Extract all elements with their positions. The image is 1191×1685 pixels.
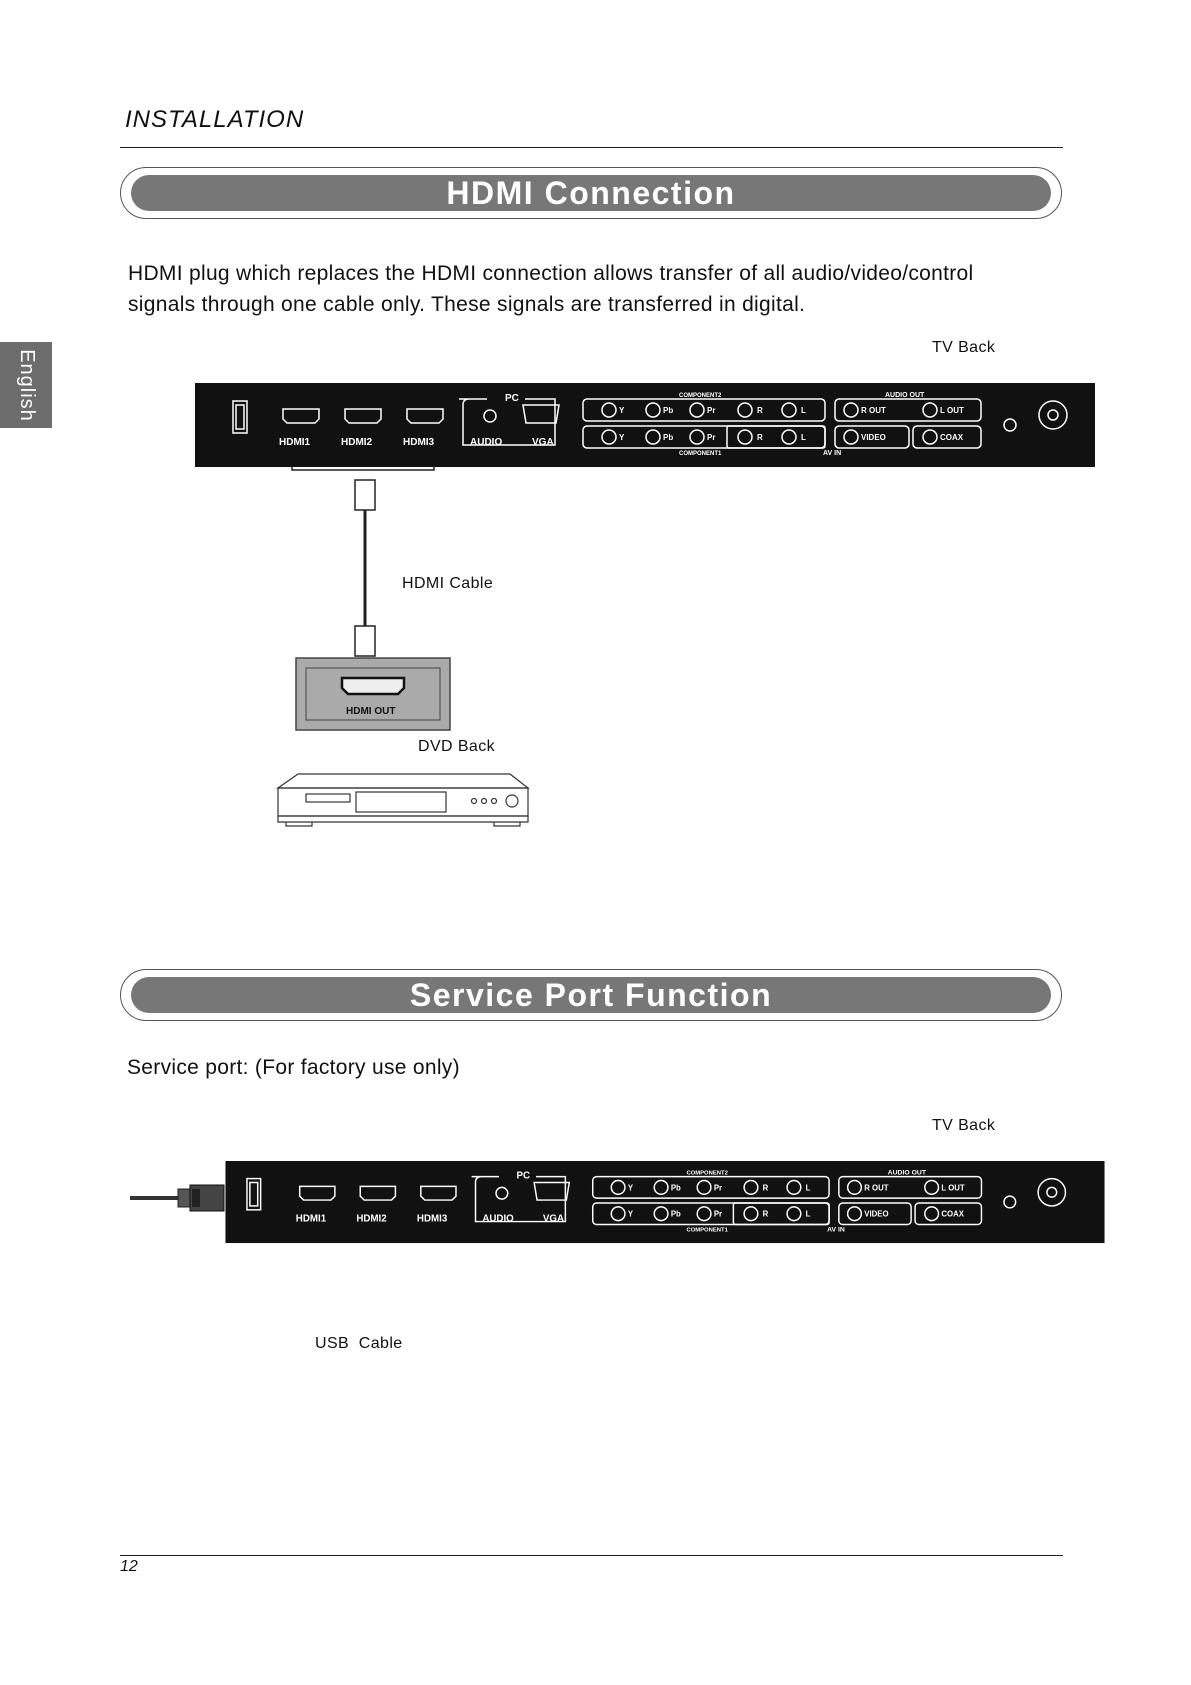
service-title: Service Port Function bbox=[409, 976, 773, 1013]
tv-back-panel-1: HDMI1 HDMI2 HDMI3 PC AUDIO VGA COMPONENT… bbox=[195, 383, 1095, 467]
panel2-y1-label: Y bbox=[628, 1210, 634, 1219]
service-banner: Service Port Function bbox=[120, 969, 1062, 1021]
tv-back-label-1: TV Back bbox=[932, 339, 996, 356]
hdmi-cable-diagram: HDMI OUT bbox=[291, 466, 451, 731]
panel2-audio-out-label: AUDIO OUT bbox=[888, 1170, 927, 1177]
hdmi3-port-icon-2 bbox=[420, 1185, 457, 1201]
antenna-port-icon bbox=[1038, 400, 1068, 430]
panel2-pb-label: Pb bbox=[671, 1183, 681, 1192]
panel2-pr-label: Pr bbox=[714, 1183, 722, 1192]
panel-r-out-label: R OUT bbox=[861, 406, 886, 415]
hdmi-cable-top-connector-icon bbox=[354, 479, 376, 511]
hdmi3-port-icon bbox=[406, 408, 444, 424]
panel-av-in-label: AV IN bbox=[823, 450, 841, 457]
hdmi-out-label: HDMI OUT bbox=[346, 706, 395, 717]
panel-component2-label: COMPONENT2 bbox=[679, 393, 722, 399]
panel-pb-label: Pb bbox=[663, 406, 673, 415]
hdmi1-port-icon-2 bbox=[298, 1185, 336, 1201]
hdmi2-port-icon-2 bbox=[359, 1185, 397, 1201]
pc-audio-jack-icon bbox=[483, 409, 497, 423]
service-description: Service port: (For factory use only) bbox=[127, 1056, 460, 1079]
panel-hdmi3-label: HDMI3 bbox=[403, 437, 435, 448]
hdmi-description: HDMI plug which replaces the HDMI connec… bbox=[128, 258, 1078, 320]
usb-port-icon bbox=[232, 400, 248, 434]
tv-back-panel-2: HDMI1 HDMI2 HDMI3 PC AUDIO VGA COMPONENT… bbox=[225, 1161, 1105, 1244]
panel2-av-in-label: AV IN bbox=[827, 1226, 845, 1233]
panel-coax-label: COAX bbox=[940, 433, 964, 442]
panel-pr-label: Pr bbox=[707, 406, 715, 415]
panel2-r-out-label: R OUT bbox=[864, 1183, 888, 1192]
panel2-component1-label: COMPONENT1 bbox=[686, 1227, 728, 1233]
language-tab-label: English bbox=[15, 348, 38, 422]
panel2-hdmi2-label: HDMI2 bbox=[356, 1214, 387, 1225]
usb-cable-plug bbox=[130, 1184, 225, 1212]
section-heading: INSTALLATION bbox=[125, 106, 305, 133]
panel-l1-label: L bbox=[801, 433, 806, 442]
usb-port-icon-2 bbox=[246, 1177, 262, 1211]
headphone-jack-icon-2 bbox=[1003, 1195, 1017, 1209]
panel-r-label: R bbox=[757, 406, 763, 415]
panel2-pr1-label: Pr bbox=[714, 1210, 722, 1219]
panel2-r1-label: R bbox=[763, 1210, 769, 1219]
panel-r1-label: R bbox=[757, 433, 763, 442]
dvd-back-label: DVD Back bbox=[418, 738, 495, 755]
panel2-y-label: Y bbox=[628, 1183, 634, 1192]
panel2-vga-label: VGA bbox=[543, 1214, 564, 1225]
language-tab: English bbox=[0, 342, 52, 428]
footer-rule bbox=[120, 1555, 1063, 1556]
panel-y1-label: Y bbox=[619, 433, 625, 442]
hdmi-out-port-icon bbox=[340, 676, 406, 696]
panel2-hdmi1-label: HDMI1 bbox=[296, 1214, 327, 1225]
hdmi-cable-label: HDMI Cable bbox=[402, 575, 494, 592]
panel2-l1-label: L bbox=[806, 1210, 811, 1219]
panel2-r-label: R bbox=[763, 1183, 769, 1192]
vga-port-icon-2 bbox=[533, 1181, 571, 1201]
panel-pr1-label: Pr bbox=[707, 433, 715, 442]
panel2-pb1-label: Pb bbox=[671, 1210, 681, 1219]
panel-hdmi2-label: HDMI2 bbox=[341, 437, 373, 448]
panel2-l-label: L bbox=[806, 1183, 811, 1192]
panel2-pc-label: PC bbox=[517, 1171, 531, 1182]
hdmi-description-line-2: signals through one cable only. These si… bbox=[128, 293, 806, 316]
panel2-hdmi3-label: HDMI3 bbox=[417, 1214, 448, 1225]
usb-cable-label: USB Cable bbox=[315, 1335, 403, 1352]
panel-audio-out-label: AUDIO OUT bbox=[885, 392, 925, 399]
header-rule bbox=[120, 147, 1063, 148]
vga-port-icon bbox=[522, 404, 560, 424]
headphone-jack-icon bbox=[1003, 418, 1017, 432]
antenna-port-icon-2 bbox=[1037, 1177, 1067, 1207]
hdmi-cable-bottom-connector-icon bbox=[354, 625, 376, 657]
hdmi1-port-icon bbox=[282, 408, 320, 424]
panel-pc-label: PC bbox=[505, 393, 519, 404]
panel-l-label: L bbox=[801, 406, 806, 415]
panel-video-label: VIDEO bbox=[861, 433, 886, 442]
panel-vga-label: VGA bbox=[532, 437, 554, 448]
hdmi2-port-icon bbox=[344, 408, 382, 424]
panel2-video-label: VIDEO bbox=[864, 1210, 888, 1219]
panel-pb1-label: Pb bbox=[663, 433, 673, 442]
tv-back-label-2: TV Back bbox=[932, 1117, 996, 1134]
hdmi-description-line-1: HDMI plug which replaces the HDMI connec… bbox=[128, 262, 974, 285]
dvd-player-illustration bbox=[276, 773, 530, 827]
hdmi-banner: HDMI Connection bbox=[120, 167, 1062, 219]
panel-component1-label: COMPONENT1 bbox=[679, 451, 722, 457]
hdmi-title: HDMI Connection bbox=[446, 174, 736, 211]
panel-l-out-label: L OUT bbox=[940, 406, 964, 415]
panel2-component2-label: COMPONENT2 bbox=[686, 1171, 728, 1177]
panel-audio-label: AUDIO bbox=[470, 437, 502, 448]
panel2-audio-label: AUDIO bbox=[482, 1214, 514, 1225]
panel2-l-out-label: L OUT bbox=[941, 1183, 964, 1192]
page-number: 12 bbox=[120, 1558, 138, 1575]
panel-y-label: Y bbox=[619, 406, 625, 415]
panel-hdmi1-label: HDMI1 bbox=[279, 437, 311, 448]
pc-audio-jack-icon-2 bbox=[495, 1186, 509, 1200]
panel2-coax-label: COAX bbox=[941, 1210, 964, 1219]
